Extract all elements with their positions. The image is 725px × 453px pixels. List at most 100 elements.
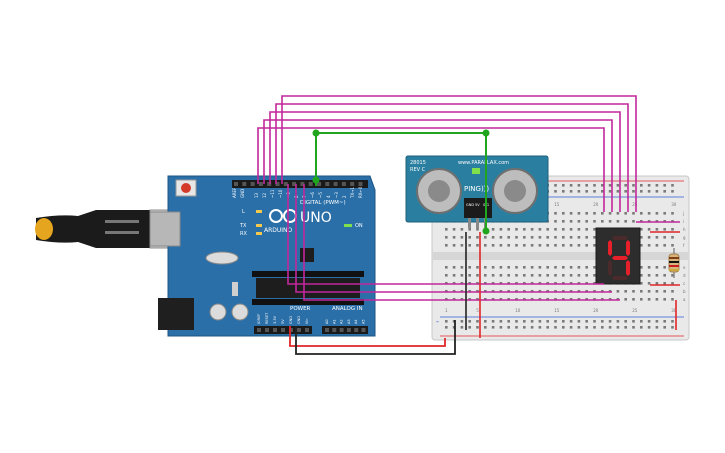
breadboard-hole[interactable] xyxy=(663,244,666,247)
breadboard-hole[interactable] xyxy=(554,274,557,277)
breadboard-hole[interactable] xyxy=(515,274,518,277)
breadboard-hole[interactable] xyxy=(608,326,612,329)
breadboard-hole[interactable] xyxy=(569,244,573,247)
breadboard-hole[interactable] xyxy=(663,228,666,231)
breadboard-hole[interactable] xyxy=(640,190,643,193)
breadboard-hole[interactable] xyxy=(663,274,666,277)
breadboard-hole[interactable] xyxy=(655,282,659,285)
breadboard-hole[interactable] xyxy=(538,274,542,277)
breadboard-hole[interactable] xyxy=(647,236,651,239)
breadboard-hole[interactable] xyxy=(624,184,627,187)
breadboard-hole[interactable] xyxy=(655,212,659,215)
wire-magenta-1[interactable] xyxy=(257,127,605,212)
wires[interactable] xyxy=(257,95,680,355)
breadboard-hole[interactable] xyxy=(577,184,581,187)
breadboard-hole[interactable] xyxy=(491,228,495,231)
breadboard-hole[interactable] xyxy=(569,184,573,187)
breadboard-hole[interactable] xyxy=(601,220,604,223)
breadboard-hole[interactable] xyxy=(569,326,573,329)
breadboard-hole[interactable] xyxy=(538,244,542,247)
breadboard-hole[interactable] xyxy=(593,220,596,223)
breadboard-hole[interactable] xyxy=(585,266,588,269)
breadboard-hole[interactable] xyxy=(546,236,549,239)
breadboard-hole[interactable] xyxy=(523,228,526,231)
breadboard-hole[interactable] xyxy=(585,320,588,323)
breadboard-hole[interactable] xyxy=(585,274,588,277)
breadboard-hole[interactable] xyxy=(562,320,565,323)
breadboard-hole[interactable] xyxy=(601,326,604,329)
breadboard-hole[interactable] xyxy=(554,320,557,323)
breadboard-hole[interactable] xyxy=(577,266,581,269)
breadboard-hole[interactable] xyxy=(647,274,651,277)
breadboard-hole[interactable] xyxy=(640,274,643,277)
breadboard-hole[interactable] xyxy=(562,236,565,239)
breadboard-hole[interactable] xyxy=(640,236,643,239)
power-pin-hole[interactable] xyxy=(297,328,301,332)
digital-pin-hole[interactable] xyxy=(242,182,247,186)
analog-pin-hole[interactable] xyxy=(346,328,351,332)
breadboard-hole[interactable] xyxy=(554,244,557,247)
breadboard-hole[interactable] xyxy=(507,228,510,231)
wire-magenta-4[interactable] xyxy=(275,103,629,212)
breadboard-hole[interactable] xyxy=(569,236,573,239)
breadboard-hole[interactable] xyxy=(476,274,479,277)
breadboard-hole[interactable] xyxy=(601,212,604,215)
breadboard-hole[interactable] xyxy=(616,184,620,187)
breadboard-hole[interactable] xyxy=(593,326,596,329)
breadboard-hole[interactable] xyxy=(616,320,620,323)
breadboard-hole[interactable] xyxy=(601,320,604,323)
breadboard-hole[interactable] xyxy=(468,228,471,231)
breadboard-hole[interactable] xyxy=(452,228,456,231)
breadboard-hole[interactable] xyxy=(647,184,651,187)
breadboard-hole[interactable] xyxy=(647,326,651,329)
breadboard-hole[interactable] xyxy=(562,326,565,329)
breadboard-hole[interactable] xyxy=(663,326,666,329)
analog-pin-hole[interactable] xyxy=(325,328,329,332)
breadboard-hole[interactable] xyxy=(468,274,471,277)
breadboard-hole[interactable] xyxy=(624,290,627,293)
breadboard-hole[interactable] xyxy=(671,326,674,329)
breadboard-hole[interactable] xyxy=(577,274,581,277)
breadboard-hole[interactable] xyxy=(499,236,503,239)
breadboard-hole[interactable] xyxy=(663,290,666,293)
breadboard-hole[interactable] xyxy=(538,320,542,323)
power-pin-hole[interactable] xyxy=(257,328,261,332)
breadboard-hole[interactable] xyxy=(484,320,487,323)
breadboard-hole[interactable] xyxy=(523,244,526,247)
breadboard-hole[interactable] xyxy=(671,320,674,323)
analog-header[interactable] xyxy=(322,326,368,334)
breadboard-hole[interactable] xyxy=(484,326,487,329)
breadboard-hole[interactable] xyxy=(530,266,534,269)
breadboard-hole[interactable] xyxy=(624,320,627,323)
breadboard-hole[interactable] xyxy=(640,320,643,323)
breadboard-hole[interactable] xyxy=(523,320,526,323)
breadboard-hole[interactable] xyxy=(577,326,581,329)
breadboard-hole[interactable] xyxy=(452,326,456,329)
wire-red-5v[interactable] xyxy=(289,326,446,347)
breadboard-hole[interactable] xyxy=(476,236,479,239)
breadboard-hole[interactable] xyxy=(640,266,643,269)
breadboard-hole[interactable] xyxy=(663,282,666,285)
breadboard-hole[interactable] xyxy=(663,190,666,193)
breadboard-hole[interactable] xyxy=(460,236,464,239)
breadboard-hole[interactable] xyxy=(523,236,526,239)
breadboard-hole[interactable] xyxy=(671,282,674,285)
breadboard-hole[interactable] xyxy=(655,184,659,187)
breadboard-hole[interactable] xyxy=(671,244,674,247)
wire-magenta-3[interactable] xyxy=(269,111,621,212)
breadboard-hole[interactable] xyxy=(569,266,573,269)
breadboard-hole[interactable] xyxy=(601,190,604,193)
breadboard-hole[interactable] xyxy=(515,244,518,247)
breadboard-hole[interactable] xyxy=(608,320,612,323)
breadboard-hole[interactable] xyxy=(632,298,635,301)
breadboard-hole[interactable] xyxy=(671,290,674,293)
breadboard-hole[interactable] xyxy=(538,228,542,231)
breadboard-hole[interactable] xyxy=(585,184,588,187)
breadboard-hole[interactable] xyxy=(499,228,503,231)
breadboard-hole[interactable] xyxy=(640,282,643,285)
breadboard-hole[interactable] xyxy=(546,274,549,277)
breadboard-hole[interactable] xyxy=(640,228,643,231)
breadboard-hole[interactable] xyxy=(655,290,659,293)
breadboard-hole[interactable] xyxy=(655,326,659,329)
breadboard-hole[interactable] xyxy=(515,266,518,269)
